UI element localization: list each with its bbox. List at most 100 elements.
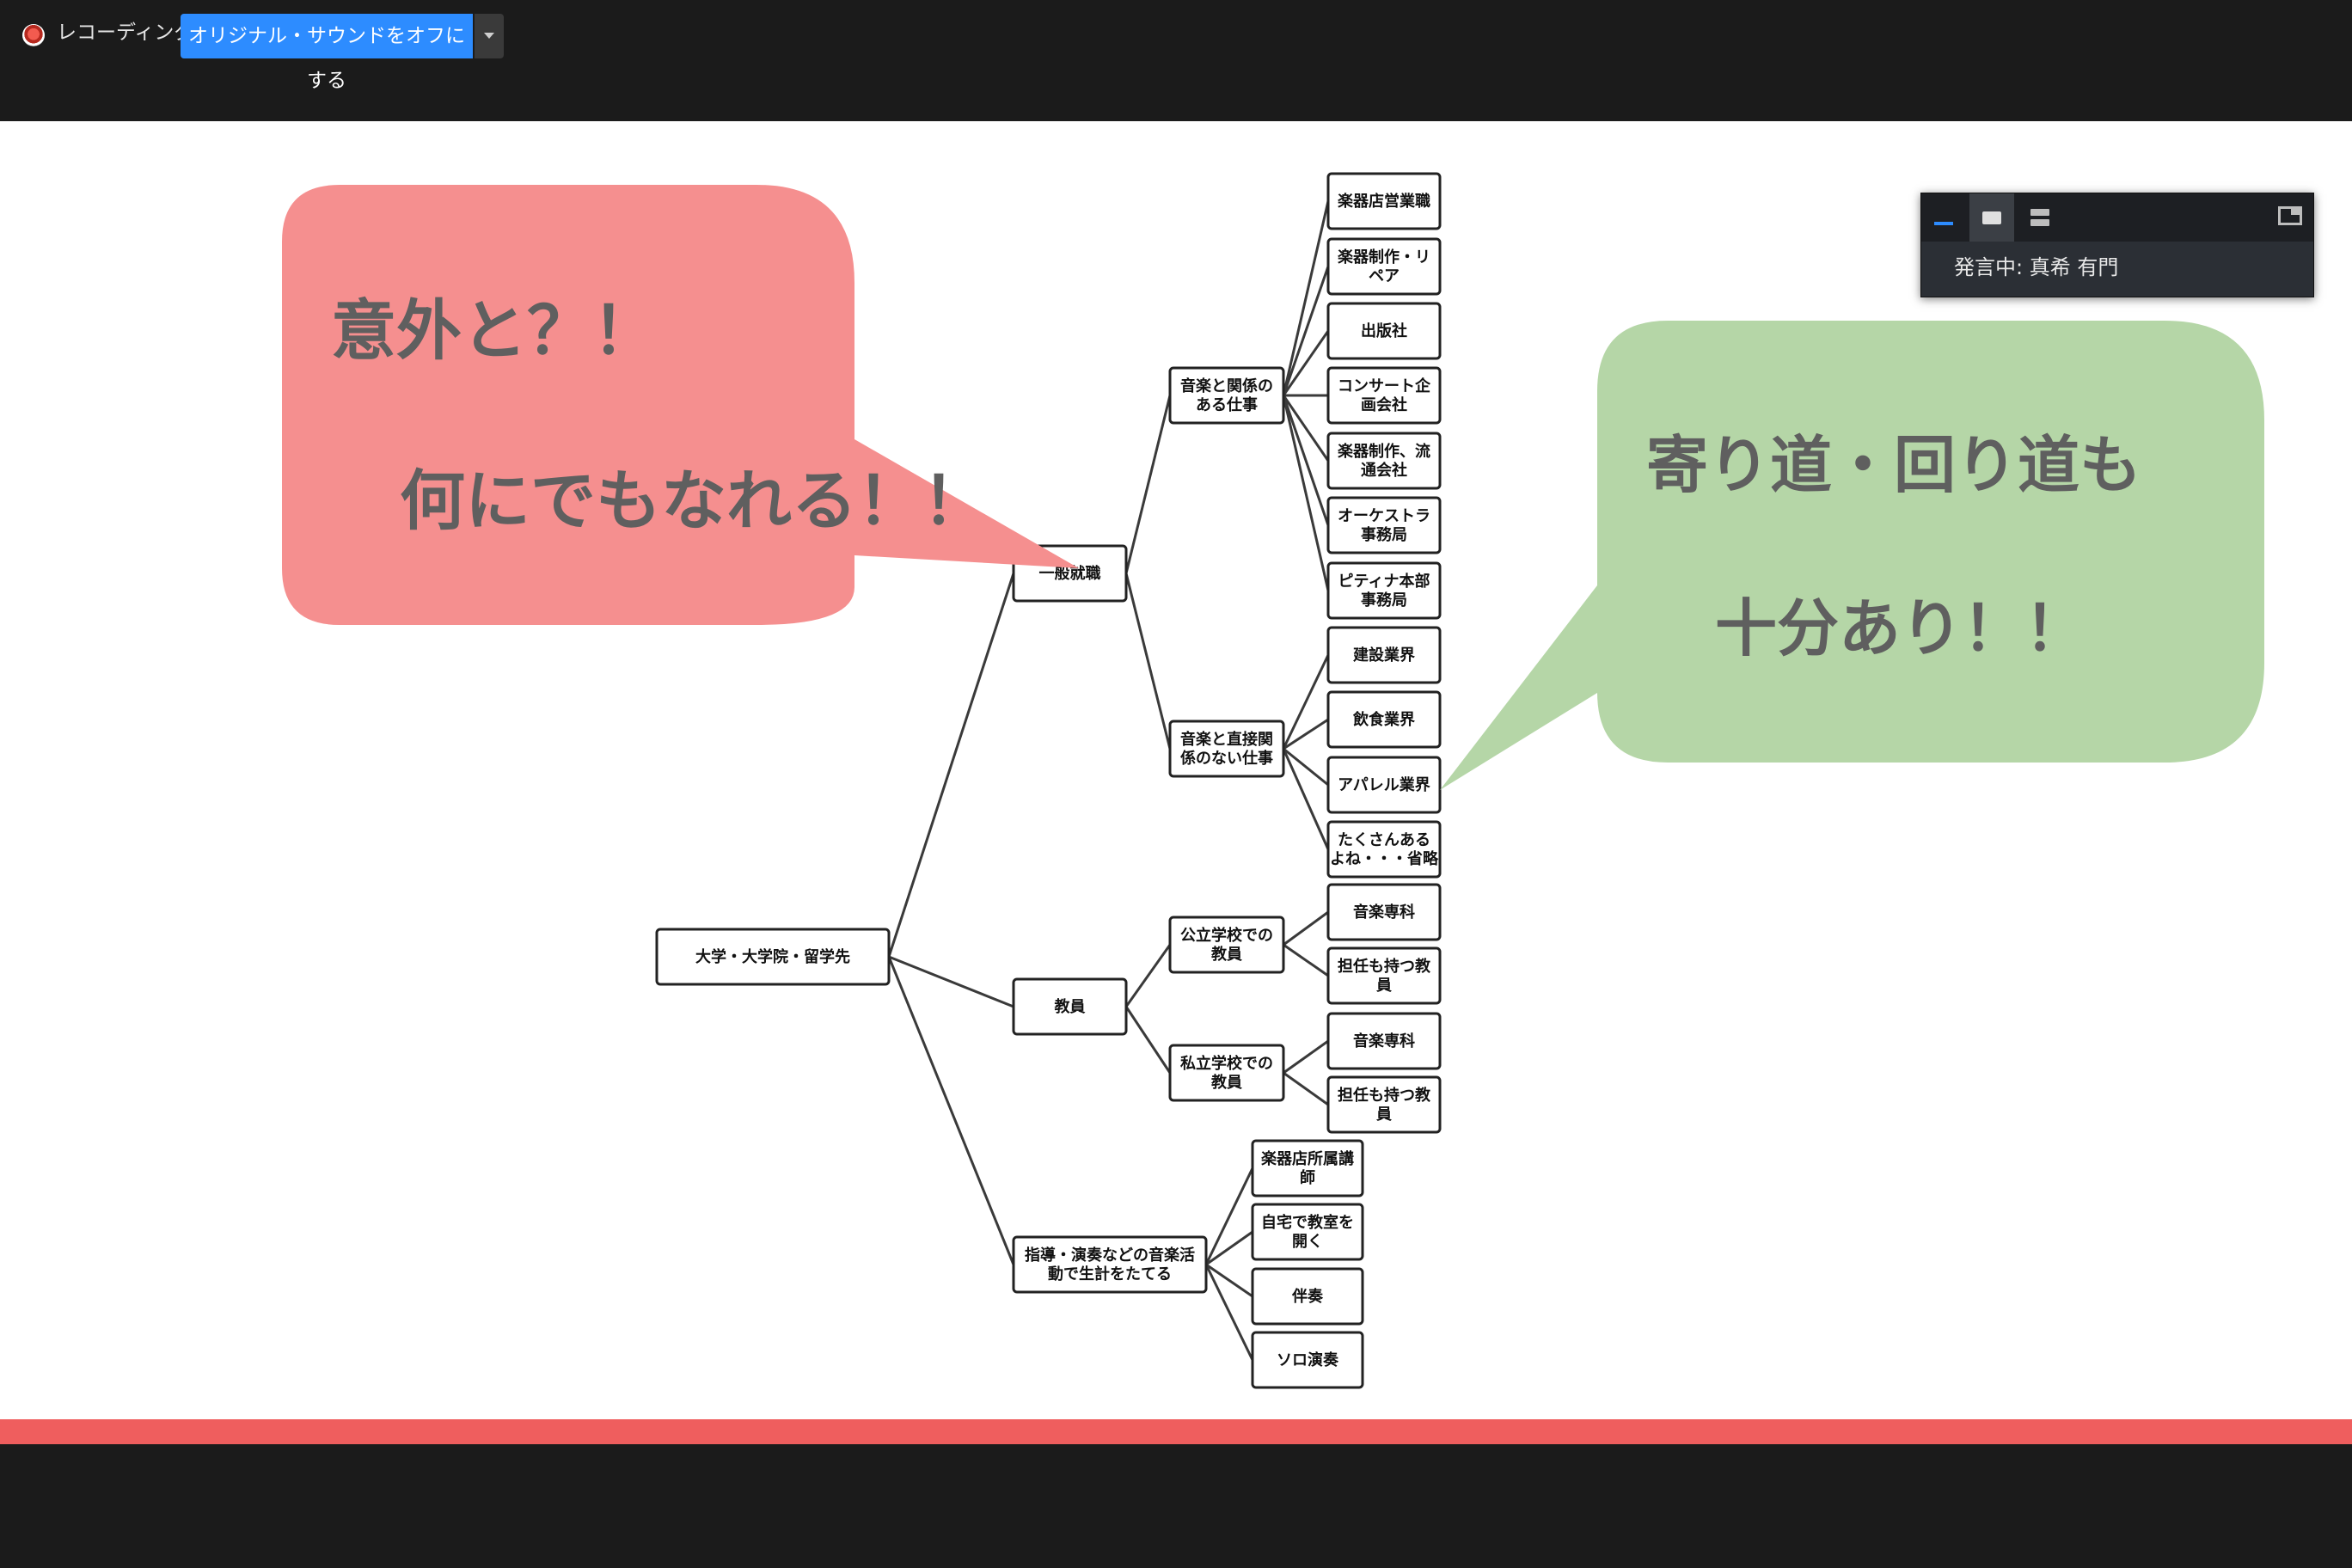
tree-edge [1283, 1071, 1329, 1106]
node-non-music-label: 音楽と直接関 [1180, 730, 1273, 749]
node-public-role-label: 員 [1375, 977, 1392, 995]
bubble-right-line2: 十分あり！！ [1715, 592, 2086, 665]
tree-edge [1124, 1006, 1172, 1074]
tree-edge [1124, 395, 1172, 574]
shared-slide: 大学・大学院・留学先 一般就職教員指導・演奏などの音楽活動で生計をたてる 音楽と関係… [0, 121, 2352, 1419]
tree-edge [1283, 718, 1329, 750]
tree-edge [1283, 910, 1329, 946]
tree-edge [1282, 330, 1330, 396]
node-performer-role-label: 師 [1300, 1168, 1315, 1187]
record-icon [22, 24, 45, 46]
node-music-job-label: ピティナ本部 [1338, 572, 1430, 591]
speaking-label: 発言中: 真希 有門 [1954, 255, 2119, 279]
recording-toolbar: レコーディング オリジナル・サウンドをオフにする [0, 0, 2352, 121]
tree-edge [1282, 395, 1330, 591]
node-music-job-label: 楽器制作、流 [1338, 442, 1430, 461]
node-private-role-label: 員 [1375, 1106, 1392, 1124]
node-performer-role: 伴奏 [1251, 1267, 1364, 1326]
bubble-right-line1: 寄り道・回り道も [1646, 429, 2141, 501]
popout-icon[interactable] [2267, 193, 2312, 242]
node-public-school-label: 公立学校での [1180, 926, 1273, 945]
node-non-music-job: アパレル業界 [1326, 756, 1442, 814]
node-non-music-job-label: よね・・・省略 [1330, 849, 1439, 868]
gallery-view-icon[interactable] [2018, 193, 2062, 242]
node-non-music-job-label: アパレル業界 [1338, 775, 1430, 794]
node-music-job-label: 出版社 [1361, 322, 1407, 340]
node-non-music-label: 係のない仕事 [1180, 749, 1273, 768]
node-general-job-label: 一般就職 [1039, 564, 1101, 583]
bubble-left: 意外と？！ 何にでもなれる！！ [282, 185, 1079, 625]
node-music-job-label: 事務局 [1361, 525, 1407, 544]
node-non-music-job: 建設業界 [1326, 626, 1442, 684]
node-private-role-label: 音楽専科 [1353, 1032, 1415, 1050]
bottom-bar [0, 1444, 2352, 1568]
node-non-music-job: 飲食業界 [1326, 690, 1442, 749]
tree-edge [1282, 748, 1330, 850]
node-private-role: 音楽専科 [1326, 1012, 1442, 1070]
node-root: 大学・大学院・留学先 [655, 928, 891, 986]
node-non-music-job-label: たくさんある [1338, 831, 1430, 849]
node-performer-role-label: 自宅で教室を [1261, 1213, 1354, 1232]
node-private-school-label: 教員 [1211, 1073, 1242, 1092]
node-music-job: 出版社 [1326, 302, 1442, 360]
tree-edge [888, 955, 1014, 1008]
node-teacher: 教員 [1012, 977, 1128, 1036]
node-music-job-label: 楽器店営業職 [1338, 192, 1430, 211]
tree-edge [887, 573, 1015, 958]
node-performer-role-label: 伴奏 [1291, 1287, 1324, 1306]
node-performer-label: 指導・演奏などの音楽活 [1025, 1246, 1195, 1265]
node-public-role-label: 音楽専科 [1353, 903, 1415, 922]
node-music-job-label: コンサート企 [1338, 377, 1431, 395]
speaker-view-icon[interactable] [1969, 193, 2014, 242]
node-non-music-job-label: 建設業界 [1353, 646, 1415, 665]
tree-edge [1283, 943, 1329, 977]
dropdown-arrow-icon[interactable] [475, 14, 504, 58]
node-music-job-label: 楽器制作・リ [1338, 248, 1430, 266]
minimize-icon[interactable] [1921, 193, 1966, 242]
node-music-job: 楽器店営業職 [1326, 172, 1442, 230]
node-performer-role-label: 開く [1292, 1233, 1323, 1251]
tree-edge [1204, 1264, 1254, 1361]
bubble-left-line1: 意外と？！ [331, 292, 658, 369]
speaker-panel[interactable]: 発言中: 真希 有門 [1920, 193, 2314, 297]
node-performer-label: 動で生計をたてる [1048, 1265, 1172, 1283]
node-music-related-label: 音楽と関係の [1180, 377, 1273, 395]
tree-edge [1205, 1263, 1253, 1298]
node-private-school-label: 私立学校での [1180, 1054, 1273, 1073]
slide-accent-bar [0, 1419, 2352, 1444]
recording-label: レコーディング [57, 21, 194, 44]
node-performer-role-label: ソロ演奏 [1277, 1351, 1339, 1369]
node-performer-role: ソロ演奏 [1251, 1331, 1364, 1389]
tree-edge [1282, 654, 1330, 750]
bubble-left-line2: 何にでもなれる！！ [400, 462, 988, 539]
tree-edge [1283, 747, 1329, 787]
tree-edge [1124, 944, 1172, 1008]
node-public-role: 音楽専科 [1326, 883, 1442, 941]
speaker-panel-toolbar [1921, 193, 2313, 242]
node-music-job-label: 画会社 [1361, 395, 1407, 414]
tree-edge [1205, 1230, 1253, 1266]
node-root-label: 大学・大学院・留学先 [695, 947, 850, 966]
original-sound-button[interactable]: オリジナル・サウンドをオフにする [181, 14, 473, 92]
node-music-job-label: オーケストラ [1338, 507, 1430, 525]
node-music-job-label: 通会社 [1361, 461, 1407, 480]
tree-edge [1282, 266, 1330, 396]
tree-edge [1283, 1039, 1329, 1075]
tree-edge [1282, 395, 1330, 526]
node-performer-role-label: 楽器店所属講 [1261, 1149, 1354, 1168]
tree-edge [887, 956, 1015, 1265]
